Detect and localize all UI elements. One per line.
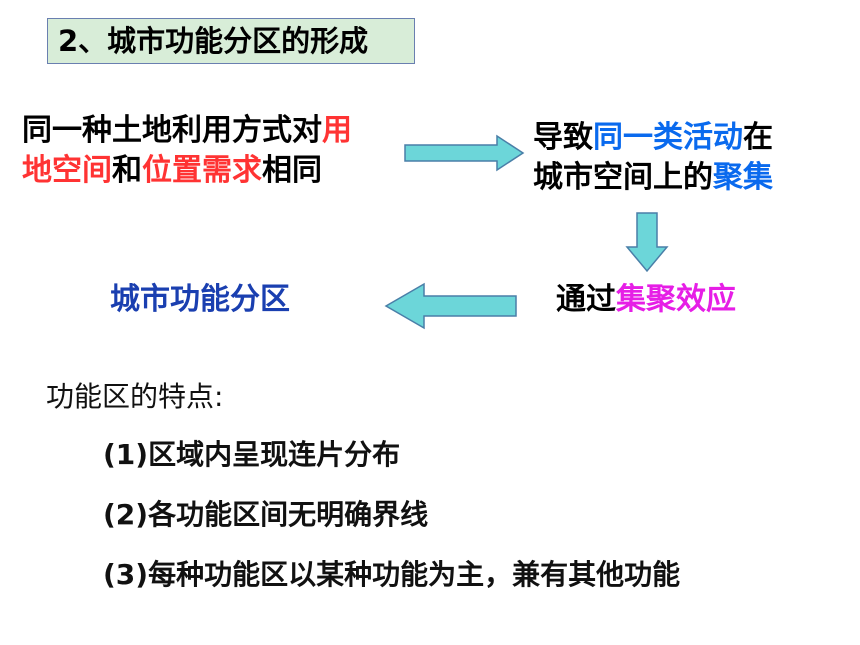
cause-text-highlight-c: 位置需求 [142, 153, 262, 188]
cause-text-highlight-a: 用 [322, 113, 352, 148]
slide-title: 2、城市功能分区的形成 [47, 18, 415, 64]
effect-text-highlight-b: 聚集 [713, 160, 773, 195]
cause-line-2: 地空间和位置需求相同 [22, 151, 352, 191]
arrow-down-icon [625, 212, 669, 273]
feature-item: (3)每种功能区以某种功能为主，兼有其他功能 [103, 558, 681, 591]
flow-mechanism-text: 通过集聚效应 [556, 280, 736, 320]
cause-text-highlight-b: 地空间 [22, 153, 112, 188]
mechanism-text-highlight: 集聚效应 [616, 282, 736, 317]
mechanism-text: 通过 [556, 282, 616, 317]
feature-item: (2)各功能区间无明确界线 [103, 498, 429, 531]
flow-result-text: 城市功能分区 [110, 282, 290, 317]
features-heading: 功能区的特点: [46, 380, 224, 413]
effect-text-b: 在 [743, 120, 773, 155]
arrow-right-icon [404, 134, 525, 172]
cause-text-a: 同一种土地利用方式对 [22, 113, 322, 148]
arrow-left-icon [384, 282, 517, 330]
cause-text-b: 和 [112, 153, 142, 188]
feature-item: (1)区域内呈现连片分布 [103, 438, 401, 471]
effect-line-2: 城市空间上的聚集 [533, 158, 773, 198]
effect-line-1: 导致同一类活动在 [533, 118, 773, 158]
flow-cause-text: 同一种土地利用方式对用 地空间和位置需求相同 [22, 111, 352, 191]
effect-text-c: 城市空间上的 [533, 160, 713, 195]
flow-effect-text: 导致同一类活动在 城市空间上的聚集 [533, 118, 773, 198]
cause-line-1: 同一种土地利用方式对用 [22, 111, 352, 151]
effect-text-highlight-a: 同一类活动 [593, 120, 743, 155]
cause-text-c: 相同 [262, 153, 322, 188]
effect-text-a: 导致 [533, 120, 593, 155]
